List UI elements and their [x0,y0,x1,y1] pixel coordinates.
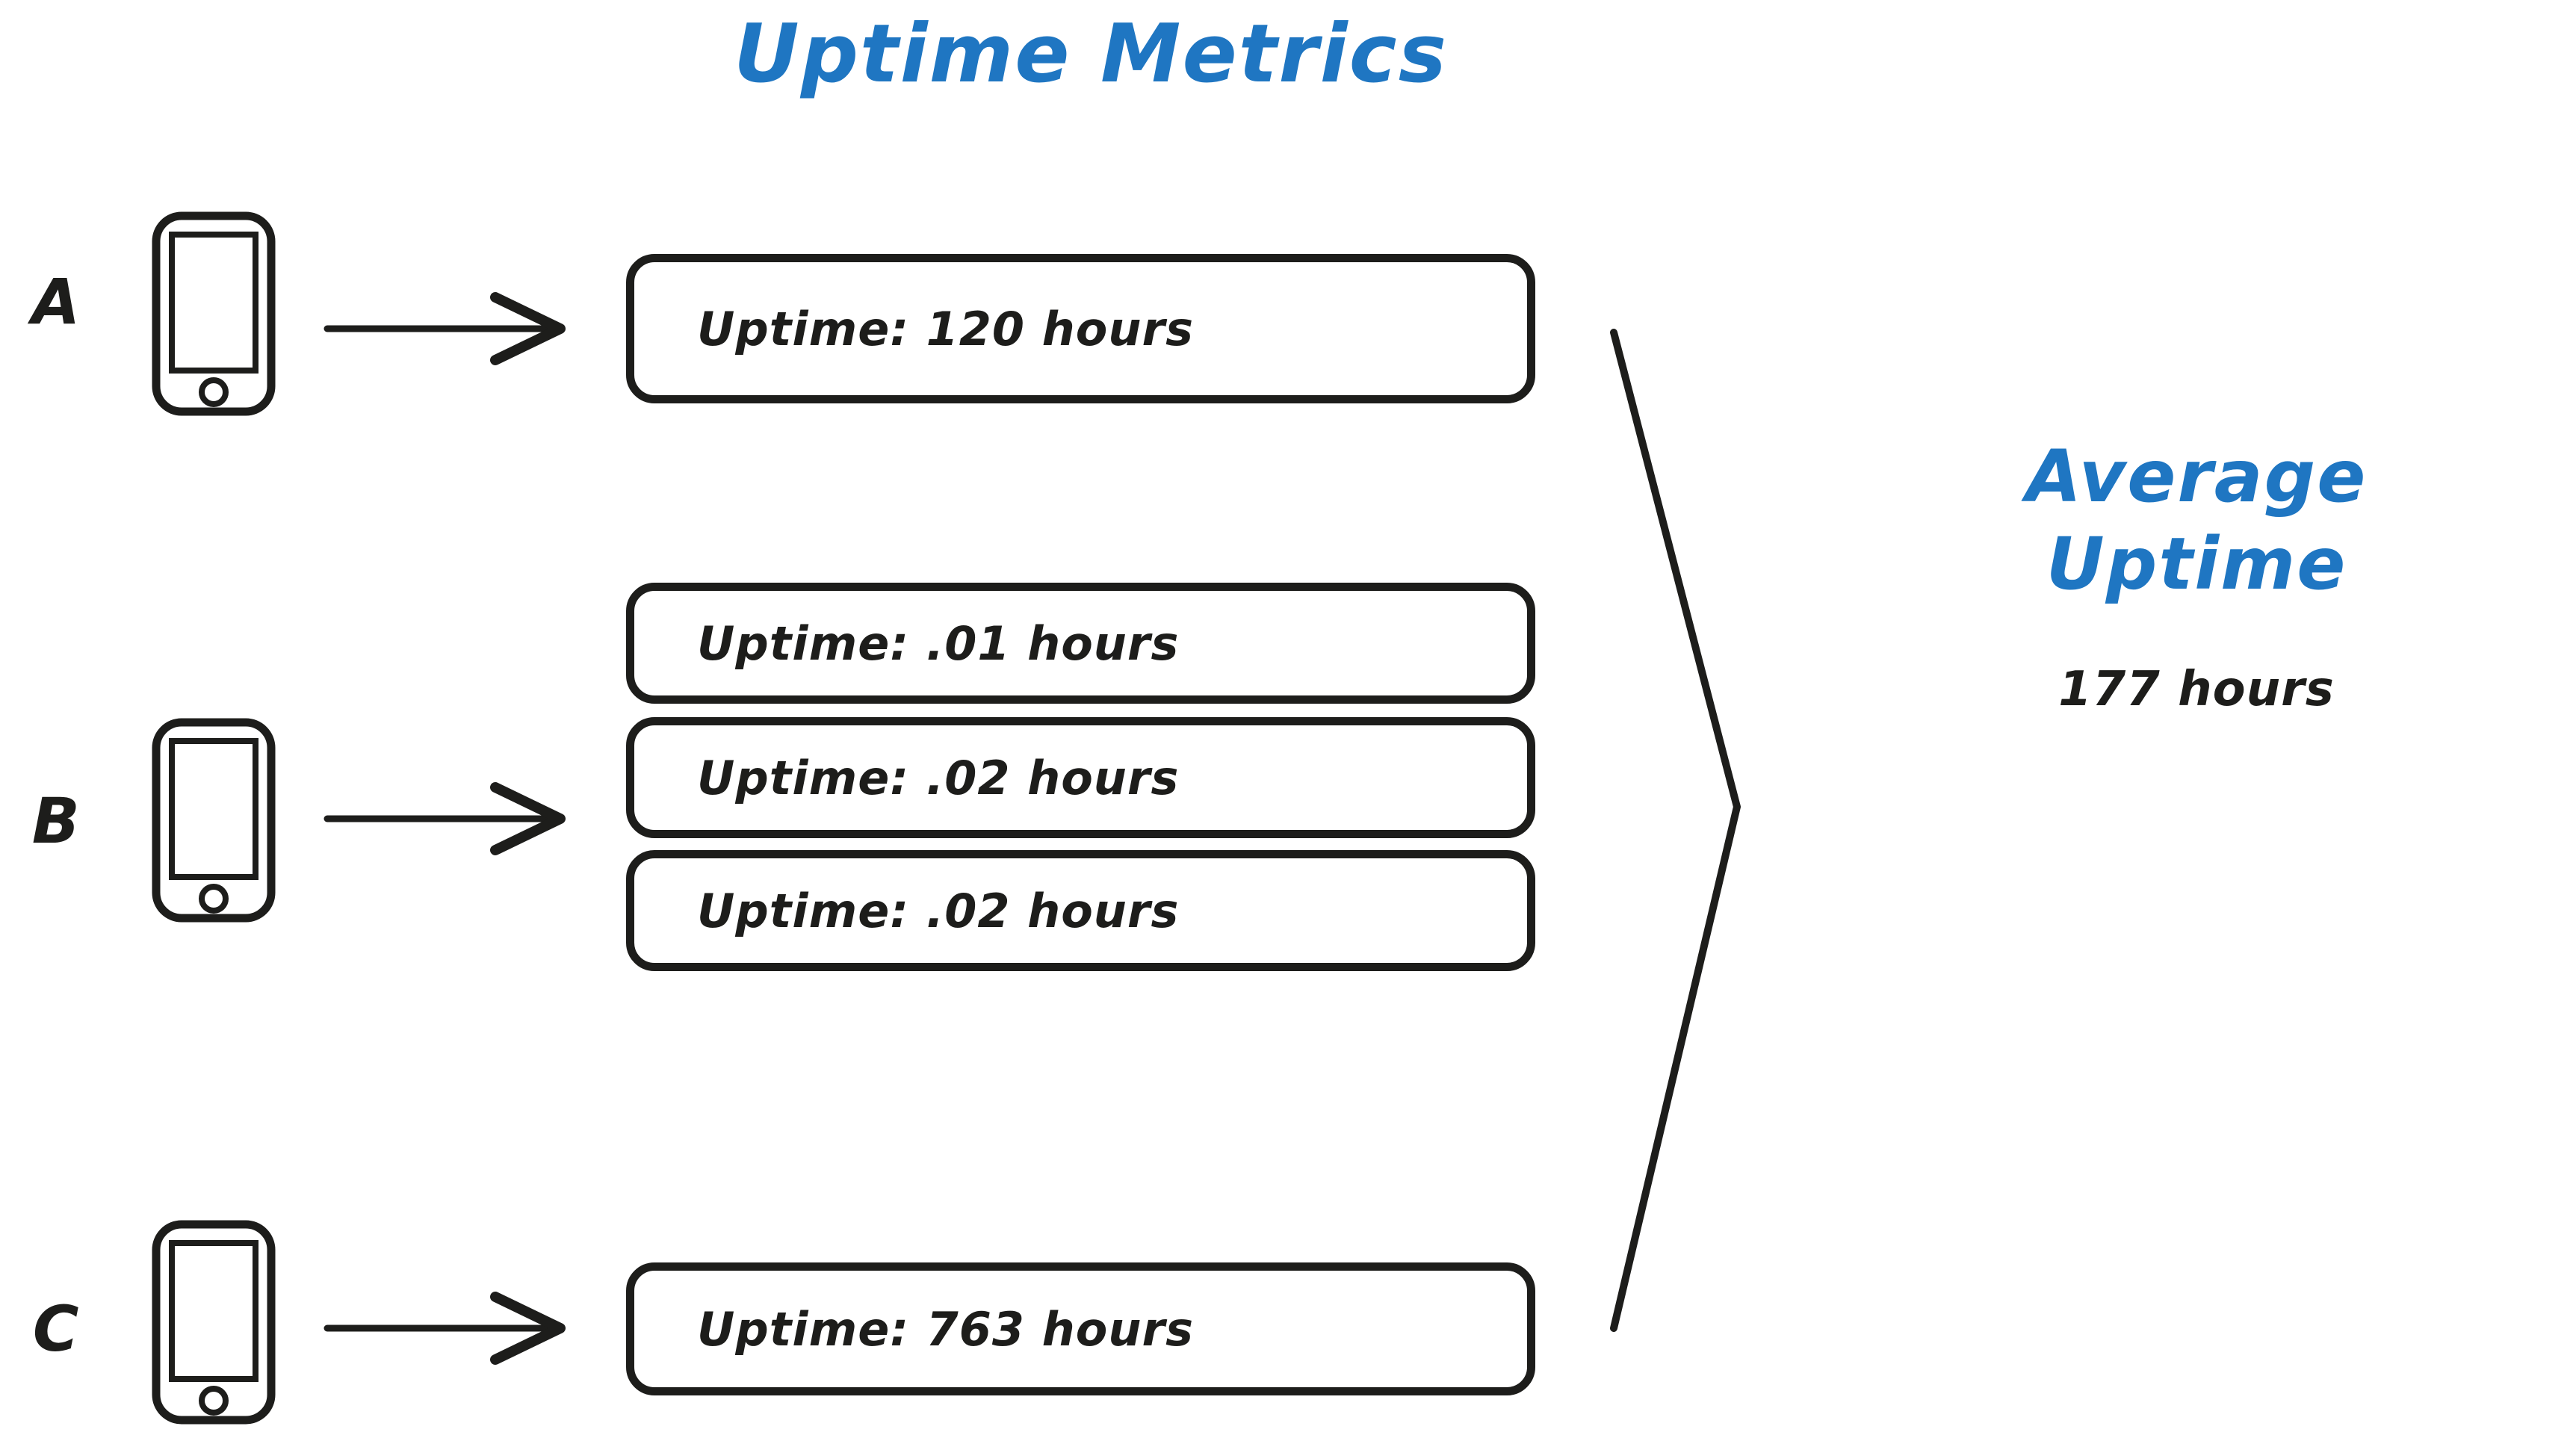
mobile-phone-icon-b [149,716,278,925]
metric-box-c-1[interactable]: Uptime: 763 hours [626,1262,1535,1395]
metric-text: Uptime: .02 hours [697,883,1180,938]
metric-text: Uptime: .02 hours [697,750,1180,805]
device-label-a: A [31,265,81,338]
metric-box-b-3[interactable]: Uptime: .02 hours [626,850,1535,971]
metric-box-b-2[interactable]: Uptime: .02 hours [626,717,1535,838]
summary-value: 177 hours [2058,662,2335,718]
arrow-right-icon-a [321,284,568,374]
metric-box-a-1[interactable]: Uptime: 120 hours [626,254,1535,403]
device-label-b: B [31,784,81,858]
device-label-c: C [32,1292,80,1366]
metric-text: Uptime: 763 hours [697,1301,1195,1357]
summary-title-line-2: Uptime [2046,522,2347,607]
arrow-right-icon-b [321,774,568,864]
metric-box-b-1[interactable]: Uptime: .01 hours [626,583,1535,704]
converging-bracket-icon [1599,314,1763,1345]
page-title: Uptime Metrics [734,7,1448,101]
metric-text: Uptime: .01 hours [697,616,1180,671]
summary-panel: Average Uptime 177 hours [1853,433,2540,717]
summary-title-line-1: Average [2025,435,2368,518]
mobile-phone-icon-c [149,1218,278,1427]
metric-text: Uptime: 120 hours [697,301,1195,356]
arrow-right-icon-c [321,1283,568,1373]
mobile-phone-icon-a [149,209,278,418]
